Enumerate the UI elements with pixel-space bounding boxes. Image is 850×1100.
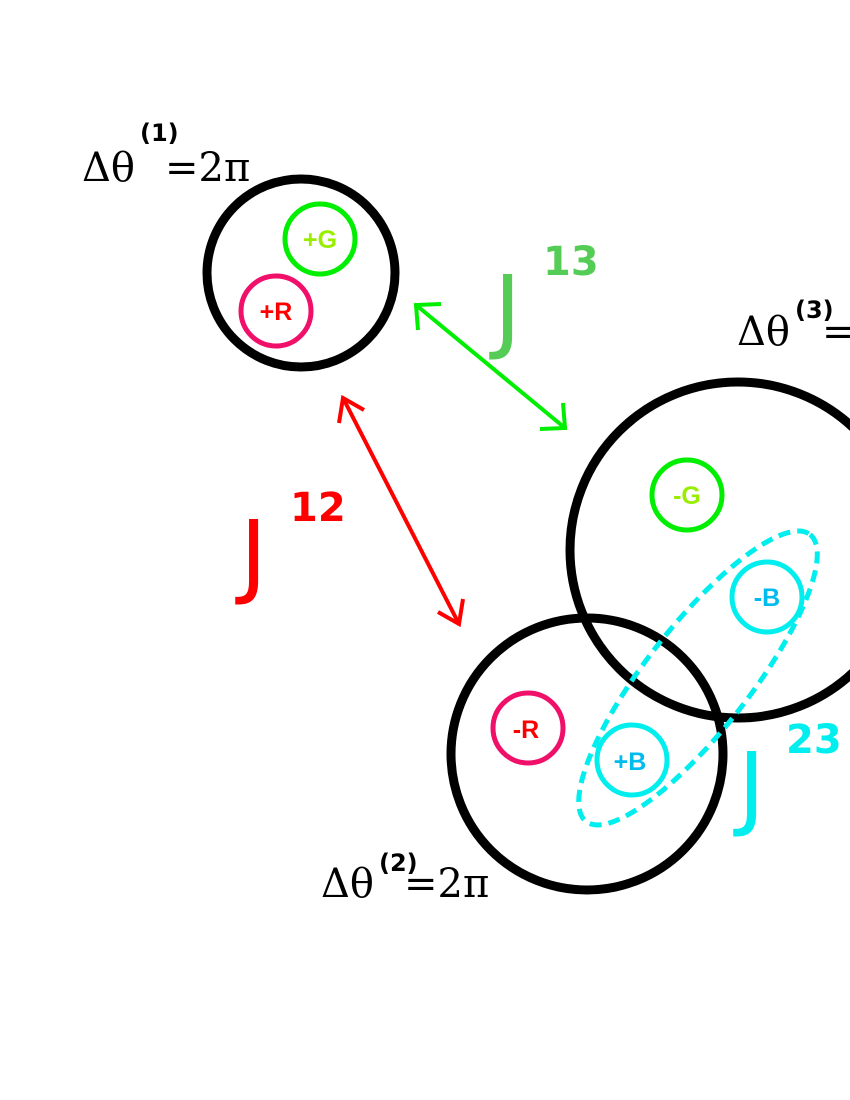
coupling-j23-label: J 23 <box>733 717 842 840</box>
j13-letter: J <box>489 256 521 363</box>
coupling-j13-label: J 13 <box>489 239 599 363</box>
theta-1-delta: Δθ <box>82 145 135 191</box>
theta-1-label: Δθ (1) =2π <box>82 119 250 191</box>
theta-2-value: =2π <box>404 861 489 907</box>
charge-b-minus-circle <box>729 559 805 635</box>
theta-1-value: =2π <box>165 145 250 191</box>
j12-letter: J <box>235 501 267 608</box>
j23-superscript: 23 <box>786 717 842 763</box>
cluster-3-circle <box>565 377 850 723</box>
charge-g-minus-circle <box>649 457 725 533</box>
charge-b-minus-label: -B <box>754 584 780 612</box>
j13-superscript: 13 <box>543 239 599 285</box>
theta-3-value: = <box>822 309 850 355</box>
arrow-j13 <box>413 302 568 431</box>
charge-r-minus-circle <box>490 690 566 766</box>
charge-g-plus-label: +G <box>303 226 337 254</box>
theta-1-superscript: (1) <box>140 119 179 147</box>
charge-r-plus-label: +R <box>260 298 293 326</box>
j12-superscript: 12 <box>290 485 346 531</box>
charge-g-plus-circle <box>282 201 358 277</box>
theta-2-superscript: (2) <box>379 849 418 877</box>
charge-g-minus-label: -G <box>673 482 701 510</box>
cluster-1-circle <box>202 174 400 372</box>
blue-pair-ellipse <box>576 528 820 828</box>
charge-r-minus-label: -R <box>513 716 539 744</box>
arrow-j12 <box>337 394 465 628</box>
theta-3-label: Δθ (3) = <box>737 296 850 355</box>
j23-letter: J <box>733 733 765 840</box>
theta-3-delta: Δθ <box>737 309 790 355</box>
charge-b-plus-circle <box>594 722 670 798</box>
charge-b-plus-label: +B <box>614 748 647 776</box>
theta-3-superscript: (3) <box>795 296 834 324</box>
theta-2-delta: Δθ <box>321 861 374 907</box>
cluster-2-circle <box>446 613 728 895</box>
theta-2-label: Δθ (2) =2π <box>321 849 489 907</box>
coupling-j12-label: J 12 <box>235 485 346 608</box>
charge-r-plus-circle <box>238 273 314 349</box>
